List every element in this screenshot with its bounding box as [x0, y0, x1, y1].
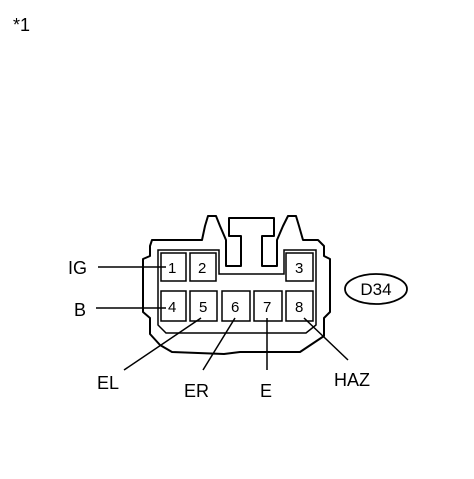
label-b: B	[74, 300, 86, 320]
pin-cell-3	[285, 252, 314, 282]
pin-cell-4	[160, 290, 187, 322]
pin-number-2: 2	[198, 260, 206, 277]
leader-line-haz	[303, 317, 349, 361]
pin-number-7: 7	[263, 299, 271, 316]
pin-cell-6	[221, 290, 251, 322]
pin-cell-5	[189, 290, 218, 322]
label-e: E	[260, 381, 272, 401]
diagram-note: *1	[13, 15, 31, 35]
label-ig: IG	[68, 258, 87, 278]
pin-number-4: 4	[168, 299, 176, 316]
leader-line-er	[202, 317, 236, 371]
connector-cavity	[157, 249, 317, 334]
connector-id-text: D34	[360, 280, 391, 299]
label-haz: HAZ	[334, 370, 370, 390]
connector-housing	[142, 215, 331, 355]
pin-number-3: 3	[295, 260, 303, 277]
leader-line-el	[123, 317, 202, 371]
pin-cell-2	[189, 252, 217, 282]
pin-number-1: 1	[168, 260, 176, 277]
label-el: EL	[97, 373, 119, 393]
pin-number-5: 5	[199, 299, 207, 316]
pin-cell-8	[285, 290, 314, 322]
label-er: ER	[184, 381, 209, 401]
pin-number-8: 8	[295, 299, 303, 316]
pin-number-6: 6	[231, 299, 239, 316]
connector-id-badge	[344, 273, 408, 305]
pin-cell-7	[253, 290, 283, 322]
